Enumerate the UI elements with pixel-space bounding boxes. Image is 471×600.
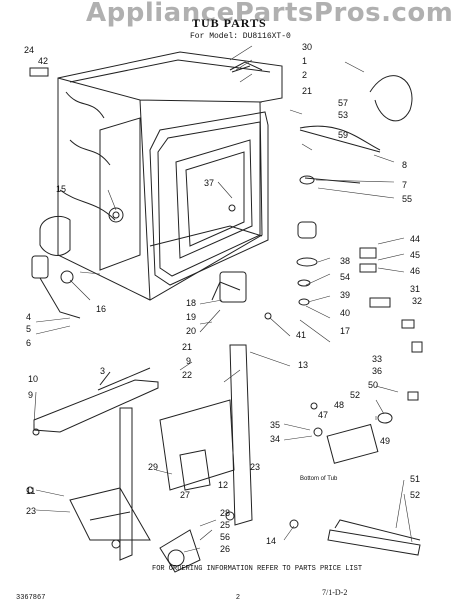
callout-28: 28: [220, 508, 231, 518]
callout-35: 35: [270, 420, 281, 430]
callout-40: 40: [340, 308, 351, 318]
center-rail-assembly: [229, 344, 253, 526]
callout-32: 32: [412, 296, 423, 306]
callout-23-right: 23: [250, 462, 261, 472]
date-code: 7/1-D-2: [322, 588, 348, 597]
tub-top-lip: [57, 77, 263, 301]
callout-22: 22: [182, 370, 193, 380]
callout-16: 16: [96, 304, 107, 314]
callout-20: 20: [186, 326, 197, 336]
callout-8: 8: [402, 160, 408, 170]
callout-6: 6: [26, 338, 32, 348]
callout-2: 2: [302, 70, 308, 80]
callout-14: 14: [266, 536, 277, 546]
tub-top-rim: [69, 59, 271, 83]
lower-rail-assembly: [119, 407, 133, 561]
callout-5: 5: [26, 324, 32, 334]
callout-30: 30: [302, 42, 313, 52]
callout-10: 10: [28, 374, 39, 384]
model-line: For Model: DU8116XT-0: [190, 32, 291, 41]
callout-31: 31: [410, 284, 421, 294]
callout-19: 19: [186, 312, 197, 322]
callout-17: 17: [340, 326, 351, 336]
callout-54: 54: [340, 272, 351, 282]
callout-27: 27: [180, 490, 191, 500]
callout-51: 51: [410, 474, 421, 484]
dish-rack-rail: [33, 379, 159, 433]
callout-24: 24: [24, 45, 35, 55]
callout-59: 59: [338, 130, 349, 140]
callout-11: 11: [26, 486, 36, 496]
callout-25: 25: [220, 520, 231, 530]
callout-18: 18: [186, 298, 197, 308]
callout-39: 39: [340, 290, 351, 300]
callout-9-left: 9: [28, 390, 34, 400]
tub-inner-wall: [99, 117, 141, 271]
drain-hose: [369, 75, 413, 122]
callout-1: 1: [302, 56, 308, 66]
callout-41: 41: [296, 330, 307, 340]
bottom-of-tub-note: Bottom of Tub: [300, 476, 338, 482]
callout-29: 29: [148, 462, 159, 472]
callout-46: 46: [410, 266, 421, 276]
callout-23-left: 23: [26, 506, 37, 516]
callout-52-upper: 52: [350, 390, 361, 400]
callout-56: 56: [220, 532, 231, 542]
callout-7: 7: [402, 180, 408, 190]
callout-21: 21: [302, 86, 313, 96]
callout-44: 44: [410, 234, 421, 244]
ordering-info-note: FOR ORDERING INFORMATION REFER TO PARTS …: [152, 565, 363, 573]
callout-55: 55: [402, 194, 413, 204]
callout-38: 38: [340, 256, 351, 266]
callout-21b: 21: [182, 342, 193, 352]
callout-3: 3: [100, 366, 106, 376]
door-seal-strip: [327, 529, 421, 556]
door-gasket: [149, 111, 269, 286]
callout-47: 47: [318, 410, 329, 420]
page-number: 2: [236, 594, 240, 600]
diagram-title: TUB PARTS: [192, 16, 267, 30]
document-number: 3367867: [16, 594, 46, 600]
callout-50: 50: [368, 380, 379, 390]
callout-37: 37: [204, 178, 215, 188]
watermark: AppliancePartsPros.com: [86, 0, 454, 28]
callout-45: 45: [410, 250, 421, 260]
callout-13: 13: [298, 360, 309, 370]
callout-49: 49: [380, 436, 391, 446]
callout-34: 34: [270, 434, 281, 444]
tub-outer-shell: [57, 51, 283, 301]
callout-52-lower: 52: [410, 490, 421, 500]
callout-36: 36: [372, 366, 383, 376]
callout-12: 12: [218, 480, 229, 490]
callout-4: 4: [26, 312, 32, 322]
callout-9-upper: 9: [186, 356, 192, 366]
callout-26: 26: [220, 544, 231, 554]
callout-42: 42: [38, 56, 49, 66]
callout-15: 15: [56, 184, 67, 194]
callout-48: 48: [334, 400, 345, 410]
callout-53: 53: [338, 110, 349, 120]
callout-57: 57: [338, 98, 349, 108]
callout-33: 33: [372, 354, 383, 364]
